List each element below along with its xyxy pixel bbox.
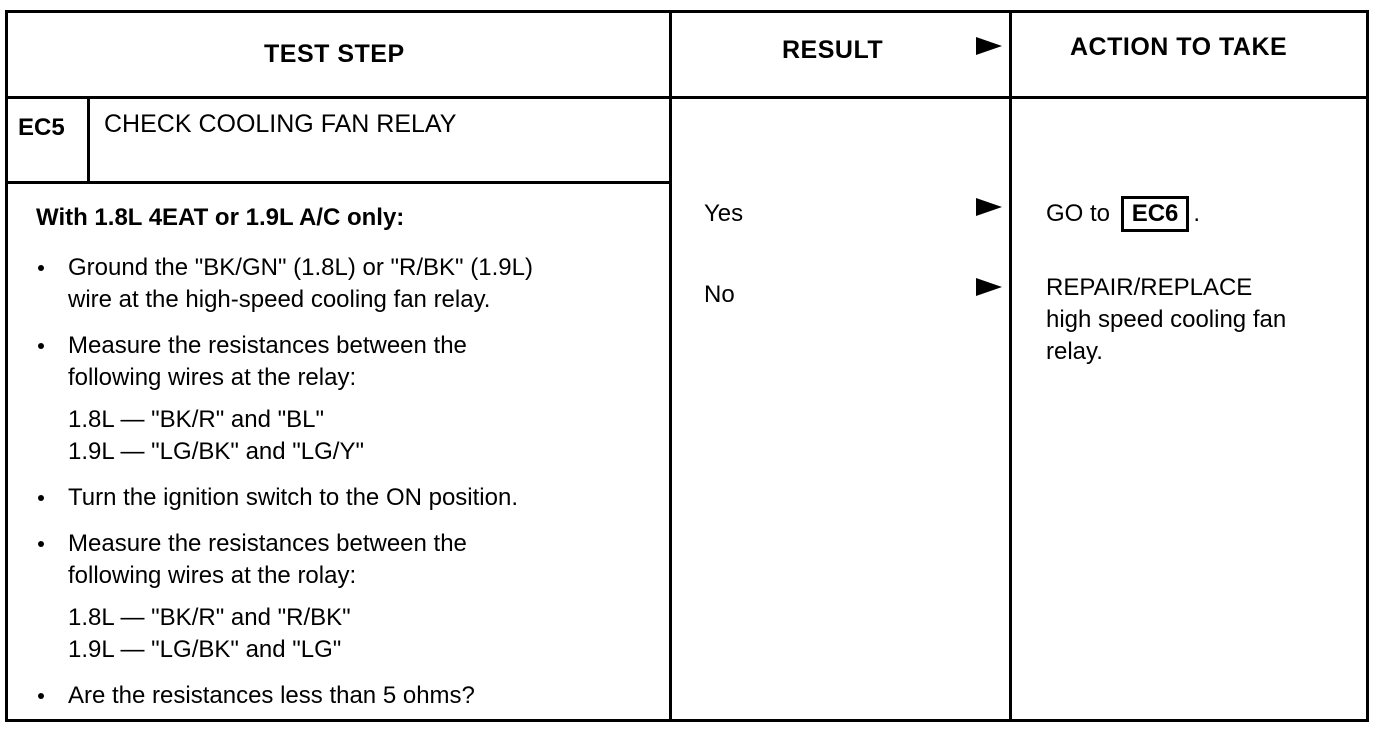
header-test-step: TEST STEP	[264, 40, 405, 68]
wire-pair-group: 1.8L — "BK/R" and "BL" 1.9L — "LG/BK" an…	[36, 404, 656, 468]
action-no-line: relay.	[1046, 338, 1103, 365]
header-action: ACTION TO TAKE	[1070, 33, 1288, 61]
instruction-line: following wires at the relay:	[68, 364, 357, 391]
instruction-line: following wires at the rolay:	[68, 562, 357, 589]
bullet-icon	[38, 541, 44, 547]
header-divider	[5, 96, 1369, 99]
action-yes-prefix: GO to	[1046, 200, 1111, 227]
instruction-line: Ground the "BK/GN" (1.8L) or "R/BK" (1.9…	[68, 254, 533, 281]
bullet-icon	[38, 265, 44, 271]
result-yes-arrow-icon	[976, 198, 1002, 216]
action-yes: GO to EC6.	[1046, 196, 1200, 232]
result-no: No	[704, 281, 735, 308]
divider-result-action	[1009, 10, 1012, 722]
instruction-ground-wire: Ground the "BK/GN" (1.8L) or "R/BK" (1.9…	[36, 252, 656, 316]
test-table	[5, 10, 1369, 722]
action-no: REPAIR/REPLACE high speed cooling fan re…	[1046, 272, 1286, 368]
step-title-divider	[5, 181, 672, 184]
instruction-line: Measure the resistances between the	[68, 530, 467, 557]
bullet-icon	[38, 495, 44, 501]
action-no-line: high speed cooling fan	[1046, 306, 1287, 333]
action-no-line: REPAIR/REPLACE	[1046, 274, 1253, 301]
header-result: RESULT	[782, 36, 884, 64]
action-yes-suffix: .	[1193, 200, 1201, 227]
header-arrow-icon	[976, 37, 1002, 55]
instruction-line: wire at the high-speed cooling fan relay…	[68, 286, 491, 313]
step-instructions: Ground the "BK/GN" (1.8L) or "R/BK" (1.9…	[36, 252, 656, 712]
instruction-question: Are the resistances less than 5 ohms?	[36, 680, 656, 712]
divider-test-result	[669, 10, 672, 722]
instruction-ignition-on: Turn the ignition switch to the ON posit…	[36, 482, 656, 514]
action-yes-target: EC6	[1120, 196, 1190, 232]
wire-pair-group: 1.8L — "BK/R" and "R/BK" 1.9L — "LG/BK" …	[36, 602, 656, 666]
step-code: EC5	[18, 114, 65, 141]
instruction-line: Measure the resistances between the	[68, 332, 467, 359]
wire-pair: 1.9L — "LG/BK" and "LG"	[68, 636, 342, 663]
instruction-line: Turn the ignition switch to the ON posit…	[68, 484, 518, 511]
bullet-icon	[38, 343, 44, 349]
instruction-measure-resistance-1: Measure the resistances between the foll…	[36, 330, 656, 394]
wire-pair: 1.8L — "BK/R" and "R/BK"	[68, 604, 351, 631]
wire-pair: 1.8L — "BK/R" and "BL"	[68, 406, 324, 433]
step-title: CHECK COOLING FAN RELAY	[104, 110, 457, 138]
result-yes: Yes	[704, 200, 744, 227]
step-intro: With 1.8L 4EAT or 1.9L A/C only:	[36, 204, 405, 231]
wire-pair: 1.9L — "LG/BK" and "LG/Y"	[68, 438, 365, 465]
instruction-line: Are the resistances less than 5 ohms?	[68, 682, 475, 709]
step-code-divider	[87, 96, 90, 184]
result-no-arrow-icon	[976, 278, 1002, 296]
instruction-measure-resistance-2: Measure the resistances between the foll…	[36, 528, 656, 592]
bullet-icon	[38, 693, 44, 699]
